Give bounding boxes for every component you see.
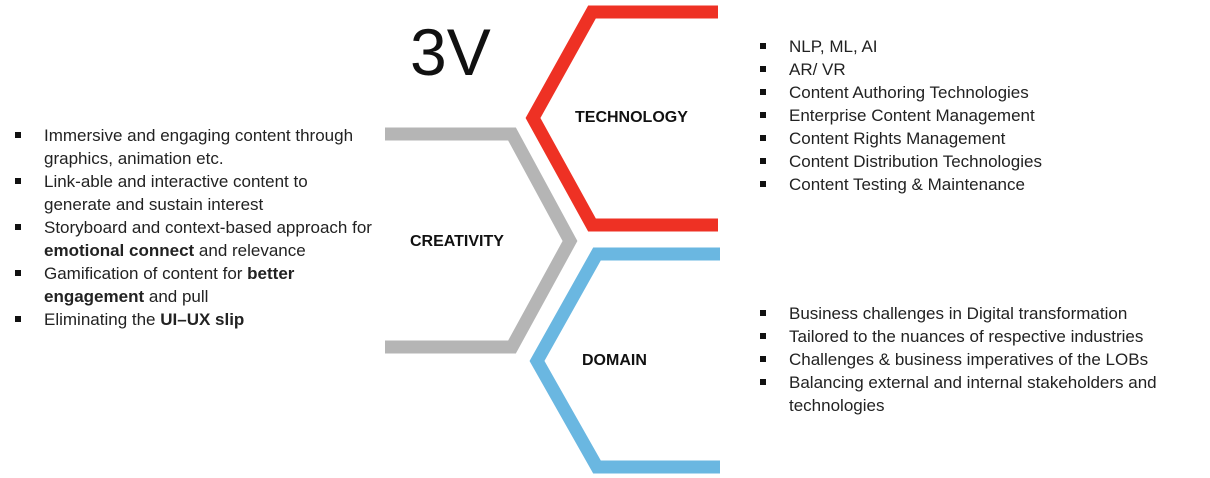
creativity-item-text: Link-able and interactive content to gen…	[44, 172, 308, 214]
creativity-item-text: Storyboard and context-based approach fo…	[44, 218, 372, 237]
technology-item: Content Authoring Technologies	[757, 81, 1177, 104]
creativity-item-text: Gamification of content for	[44, 264, 248, 283]
bullet-square-icon	[760, 66, 766, 72]
creativity-item: Link-able and interactive content to gen…	[12, 170, 372, 216]
technology-bracket	[525, 5, 718, 232]
domain-item-text: Challenges & business imperatives of the…	[789, 350, 1149, 369]
bullet-square-icon	[760, 43, 766, 49]
bullet-square-icon	[760, 333, 766, 339]
creativity-item-text: and relevance	[194, 241, 306, 260]
domain-item: Challenges & business imperatives of the…	[757, 348, 1202, 371]
domain-label: DOMAIN	[582, 352, 647, 369]
bullet-square-icon	[760, 379, 766, 385]
bullet-square-icon	[760, 356, 766, 362]
creativity-label: CREATIVITY	[410, 233, 504, 250]
technology-item: AR/ VR	[757, 58, 1177, 81]
technology-item: Enterprise Content Management	[757, 104, 1177, 127]
creativity-item-text: better engagement	[44, 264, 295, 306]
technology-item-text: Content Testing & Maintenance	[789, 175, 1025, 194]
creativity-item-text: Immersive and engaging content through g…	[44, 126, 354, 168]
technology-label: TECHNOLOGY	[575, 109, 688, 126]
creativity-item-text: UI–UX slip	[160, 310, 245, 329]
technology-item-text: Content Authoring Technologies	[789, 83, 1029, 102]
bullet-square-icon	[760, 135, 766, 141]
bullet-square-icon	[760, 310, 766, 316]
technology-item-text: Content Rights Management	[789, 129, 1006, 148]
creativity-item: Immersive and engaging content through g…	[12, 124, 372, 170]
domain-item-text: Balancing external and internal stakehol…	[789, 373, 1157, 415]
diagram-title: 3V	[410, 15, 491, 89]
domain-item: Business challenges in Digital transform…	[757, 302, 1202, 325]
technology-item-text: Content Distribution Technologies	[789, 152, 1042, 171]
creativity-item: Storyboard and context-based approach fo…	[12, 216, 372, 262]
bullet-square-icon	[760, 158, 766, 164]
creativity-item-text: and pull	[144, 287, 209, 306]
technology-item-text: AR/ VR	[789, 60, 846, 79]
bullet-square-icon	[15, 178, 21, 184]
creativity-item: Eliminating the UI–UX slip	[12, 308, 372, 331]
domain-item: Balancing external and internal stakehol…	[757, 371, 1202, 417]
creativity-bracket	[385, 127, 578, 354]
bullet-square-icon	[15, 224, 21, 230]
domain-item-text: Tailored to the nuances of respective in…	[789, 327, 1144, 346]
creativity-list: Immersive and engaging content through g…	[12, 124, 372, 331]
bullet-square-icon	[760, 89, 766, 95]
domain-bracket	[529, 247, 720, 474]
domain-item-text: Business challenges in Digital transform…	[789, 304, 1128, 323]
creativity-item-text: Eliminating the	[44, 310, 161, 329]
technology-item-text: Enterprise Content Management	[789, 106, 1035, 125]
technology-item: Content Rights Management	[757, 127, 1177, 150]
bullet-square-icon	[760, 181, 766, 187]
domain-item: Tailored to the nuances of respective in…	[757, 325, 1202, 348]
creativity-item-text: emotional connect	[44, 241, 195, 260]
technology-item-text: NLP, ML, AI	[789, 37, 878, 56]
technology-list: NLP, ML, AI AR/ VR Content Authoring Techn…	[757, 35, 1177, 196]
bullet-square-icon	[15, 132, 21, 138]
creativity-item: Gamification of content for better engag…	[12, 262, 372, 308]
technology-item: NLP, ML, AI	[757, 35, 1177, 58]
domain-list: Business challenges in Digital transform…	[757, 302, 1202, 417]
bullet-square-icon	[15, 270, 21, 276]
technology-item: Content Distribution Technologies	[757, 150, 1177, 173]
bullet-square-icon	[15, 316, 21, 322]
bullet-square-icon	[760, 112, 766, 118]
technology-item: Content Testing & Maintenance	[757, 173, 1177, 196]
